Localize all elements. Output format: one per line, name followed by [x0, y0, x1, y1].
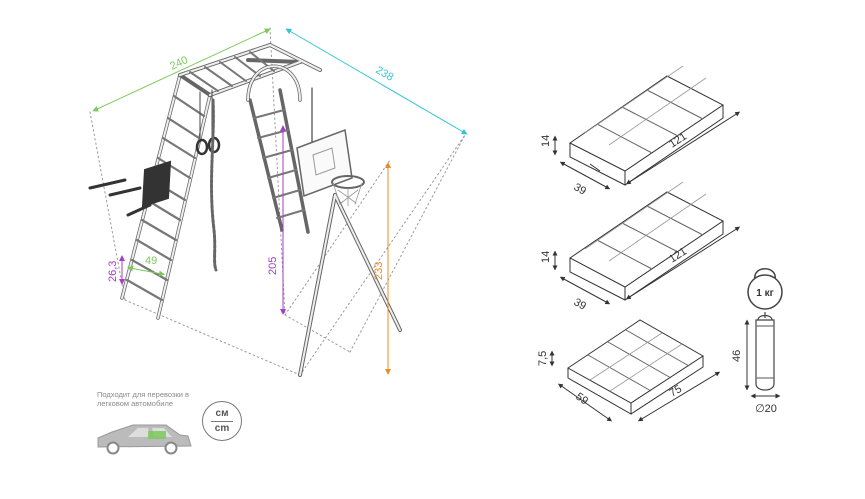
package-box-1: [569, 65, 724, 186]
unit-en: cm: [214, 423, 230, 434]
kettlebell-label: 1 кг: [756, 288, 774, 299]
step-spacing-label: 26,3: [107, 261, 119, 282]
box-1-height: 14: [540, 135, 552, 147]
package-box-2: [569, 181, 724, 301]
width-label: 240: [168, 54, 190, 73]
box-2-height: 14: [540, 251, 552, 263]
playground-structure: [88, 27, 466, 377]
box-3-width: 59: [573, 391, 590, 408]
unit-divider: [211, 421, 233, 422]
box-3-length: 75: [667, 383, 684, 400]
bag-height-label: 46: [731, 350, 743, 362]
depth-label: 238: [374, 64, 396, 84]
unit-ru: см: [215, 408, 229, 419]
dimension-depth: 238: [285, 28, 468, 135]
box-1-width: 39: [572, 181, 589, 198]
dimension-ladder-height: 205: [267, 125, 286, 315]
kettlebell-icon: [747, 268, 783, 310]
units-badge: см cm: [202, 401, 242, 441]
step-width-label: 49: [145, 255, 157, 267]
dimension-width: 240: [92, 28, 271, 112]
punching-bag-icon: [755, 312, 775, 391]
dimension-step-width: 49: [127, 255, 165, 277]
car-icon: [97, 424, 192, 455]
dimension-hoop-height: 233: [373, 162, 391, 375]
hoop-height-label: 233: [373, 262, 385, 280]
bag-diameter-label: ∅20: [755, 403, 777, 415]
box-3-height: 7,5: [537, 351, 549, 366]
dimension-step-spacing: 26,3: [107, 255, 125, 285]
transport-note: Подходит для перевозки в легковом автомо…: [97, 390, 189, 408]
box-2-width: 39: [572, 296, 589, 313]
ladder-height-label: 205: [267, 257, 279, 275]
